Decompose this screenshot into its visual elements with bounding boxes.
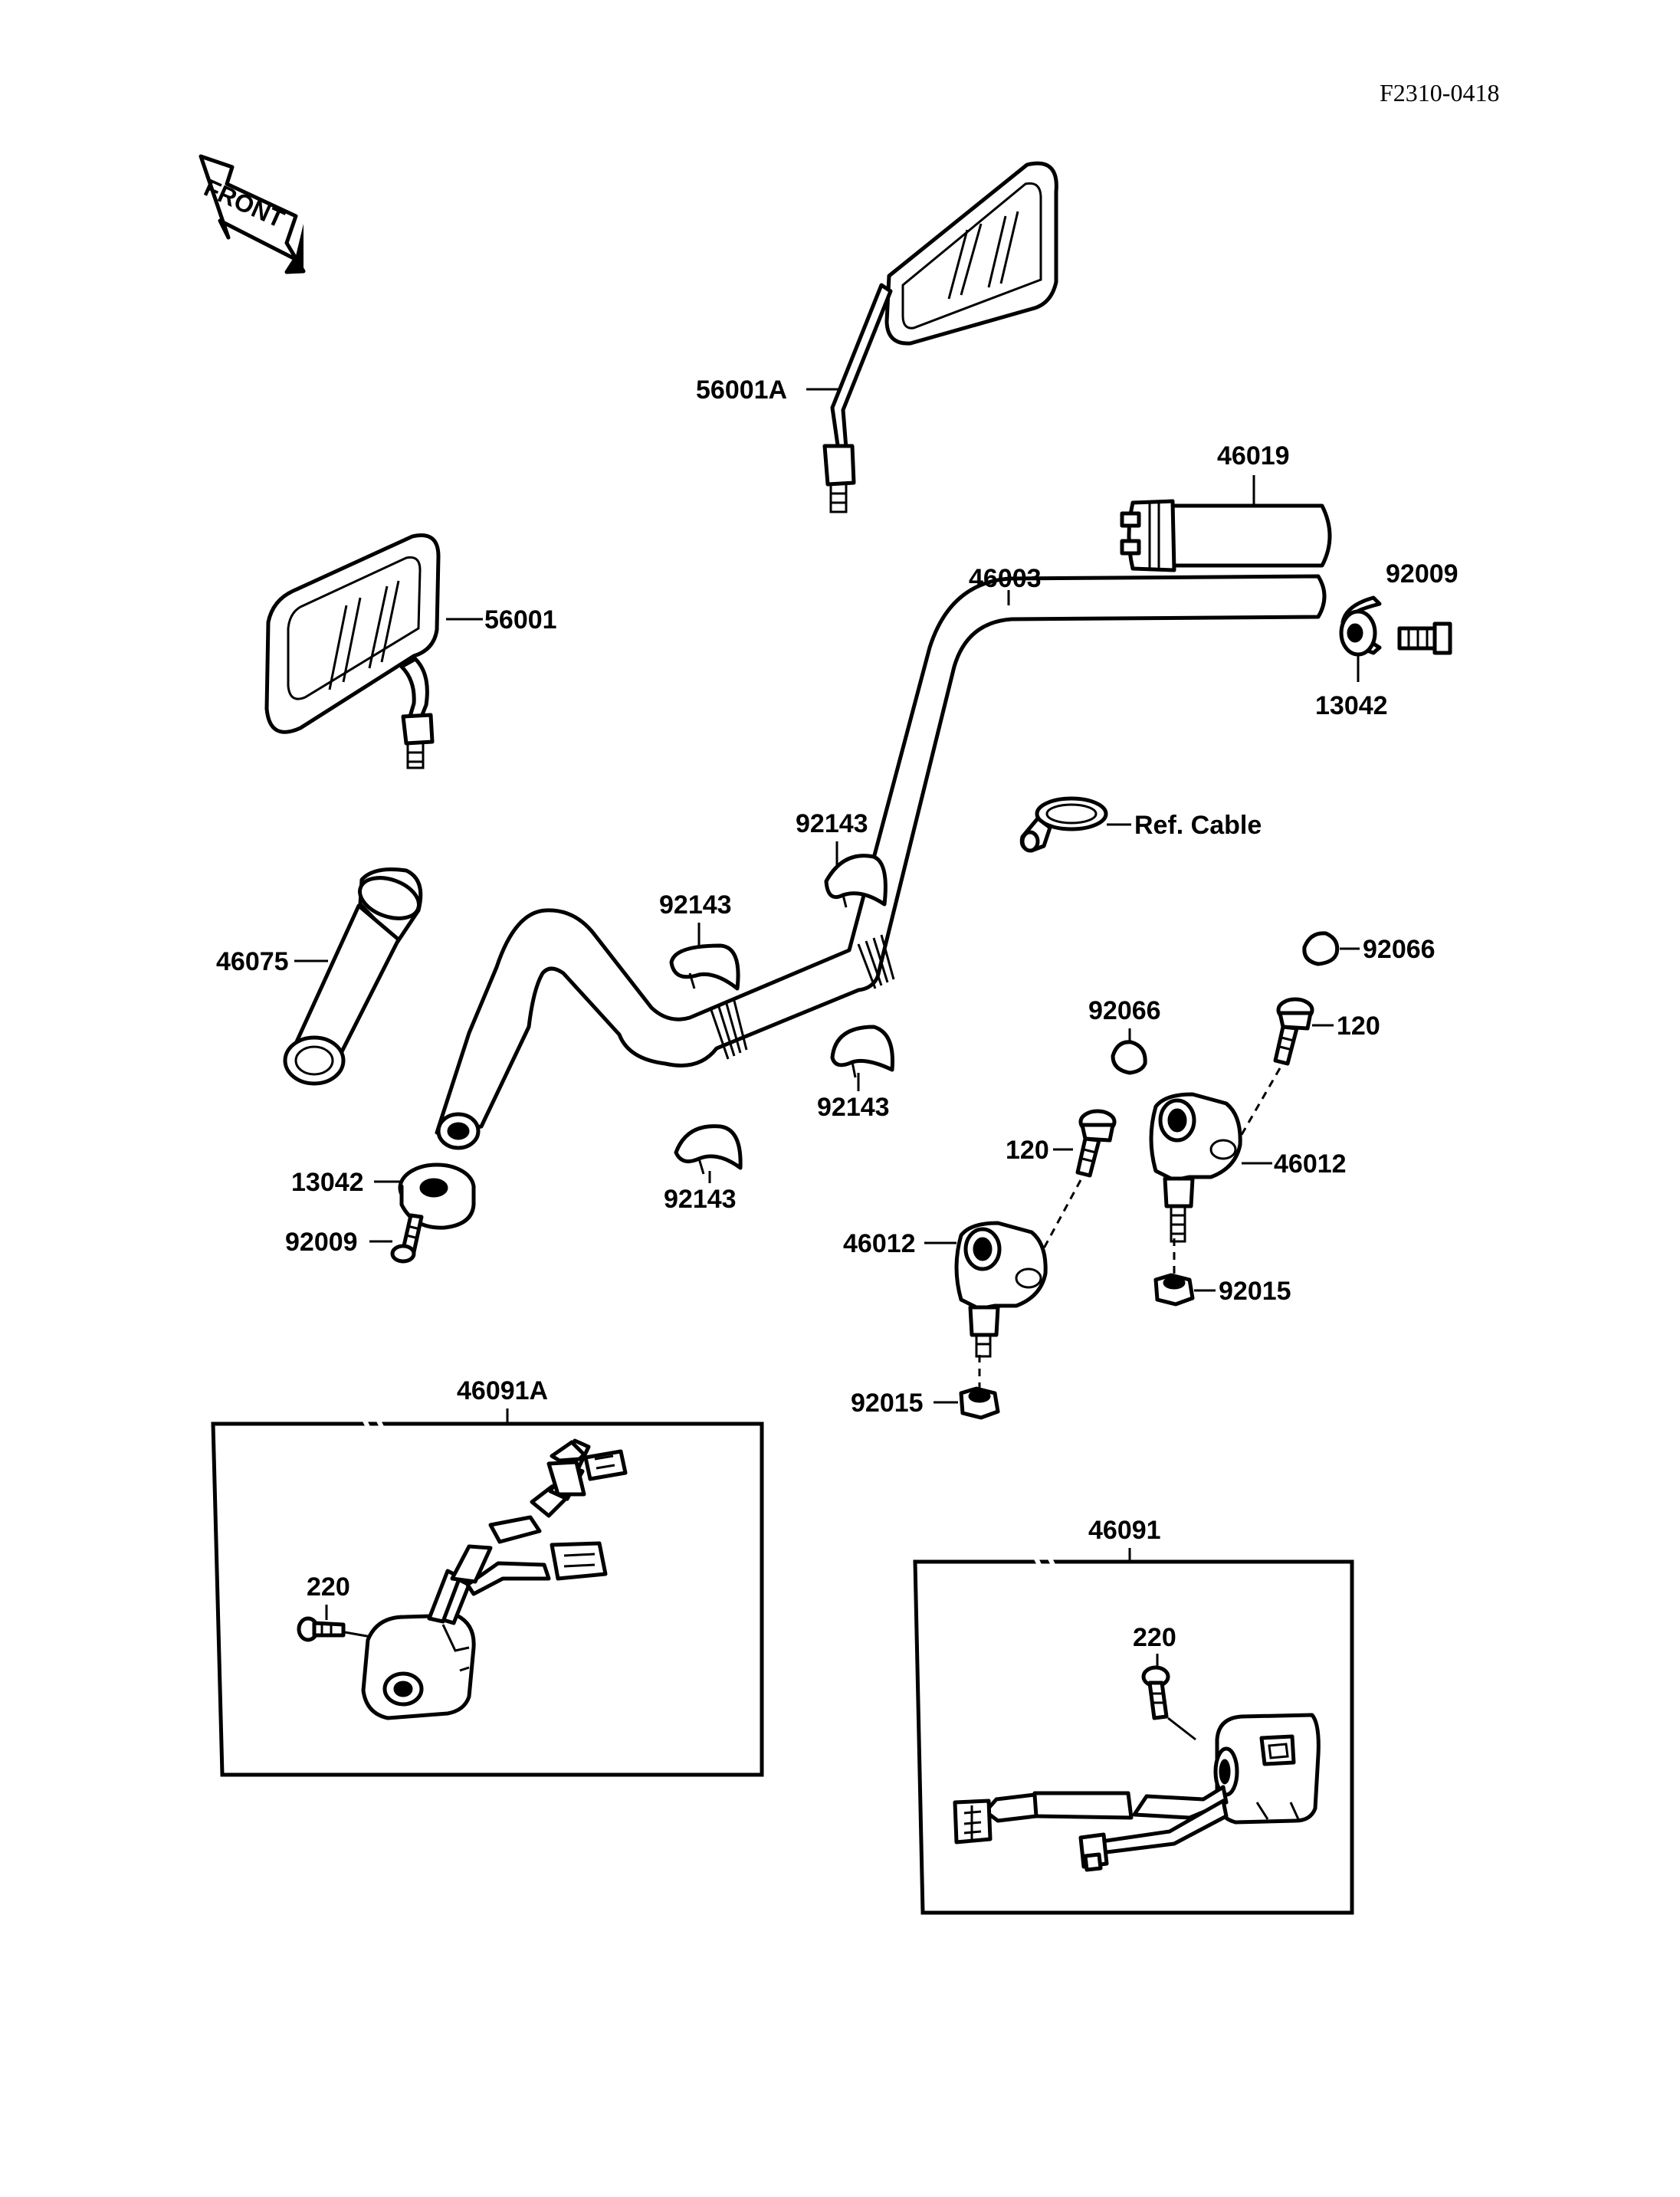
label-end-weight-left: 13042 (291, 1168, 364, 1197)
label-handlebar: 46003 (969, 564, 1042, 593)
cable-clamp (1019, 796, 1108, 853)
label-nut-b: 92015 (851, 1389, 924, 1418)
cap-a (1302, 931, 1340, 966)
label-throttle-grip: 46019 (1217, 441, 1290, 471)
label-holder-b: 46012 (843, 1229, 916, 1258)
end-bolt-right (1397, 621, 1452, 655)
label-end-bolt-right: 92009 (1386, 559, 1459, 589)
holder-a (1149, 1092, 1242, 1243)
label-nut-a: 92015 (1219, 1277, 1291, 1306)
screw-right (1141, 1665, 1170, 1720)
end-bolt-left (390, 1213, 424, 1264)
label-damper-b: 92143 (659, 890, 732, 920)
switch-housing-right (953, 1713, 1321, 1872)
label-screw-right: 220 (1133, 1623, 1176, 1652)
label-damper-d: 92143 (664, 1185, 737, 1214)
mirror-left (264, 533, 441, 769)
label-screw-left: 220 (307, 1572, 350, 1602)
holder-b (954, 1221, 1048, 1358)
mirror-right (822, 161, 1058, 513)
switch-right-box (913, 1554, 1354, 1915)
label-mirror-left: 56001 (484, 605, 557, 635)
label-bolt-120-b: 120 (1006, 1136, 1049, 1165)
label-end-weight-right: 13042 (1315, 691, 1388, 720)
label-damper-a: 92143 (796, 809, 868, 838)
label-grip-left: 46075 (216, 947, 289, 976)
label-damper-c: 92143 (817, 1093, 890, 1122)
handlebar (435, 574, 1327, 1150)
damper-d (674, 1124, 743, 1175)
label-holder-a: 46012 (1274, 1149, 1347, 1179)
switch-housing-left (361, 1438, 628, 1720)
screw-left (297, 1616, 346, 1642)
label-cap-b: 92066 (1088, 996, 1161, 1025)
cap-b (1111, 1040, 1147, 1075)
damper-c (830, 1025, 894, 1078)
label-switch-left: 46091A (457, 1376, 548, 1405)
nut-a (1153, 1273, 1195, 1307)
damper-b (669, 943, 740, 991)
leader-screw-right-b (1167, 1717, 1196, 1741)
throttle-grip (1120, 499, 1332, 572)
label-end-bolt-left: 92009 (285, 1228, 358, 1257)
damper-a (824, 854, 888, 908)
grip-left (283, 867, 423, 1086)
front-arrow-icon: FRONT (199, 154, 306, 274)
label-bolt-120-a: 120 (1337, 1012, 1380, 1041)
leader-screw-left-b (344, 1631, 372, 1638)
end-weight-right (1339, 595, 1382, 657)
nut-b (959, 1386, 1000, 1420)
label-ref-cable: Ref. Cable (1134, 811, 1262, 840)
label-cap-a: 92066 (1363, 935, 1436, 964)
bolt-120-a (1273, 997, 1314, 1066)
end-weight-left (398, 1162, 476, 1230)
figure-code: F2310-0418 (1380, 79, 1499, 107)
bolt-120-b (1075, 1109, 1117, 1178)
label-mirror-right: 56001A (696, 375, 787, 405)
label-switch-right: 46091 (1088, 1516, 1161, 1545)
switch-left-box (211, 1416, 764, 1777)
assembly-line-a (1232, 1067, 1281, 1149)
assembly-line-b (1038, 1179, 1082, 1258)
